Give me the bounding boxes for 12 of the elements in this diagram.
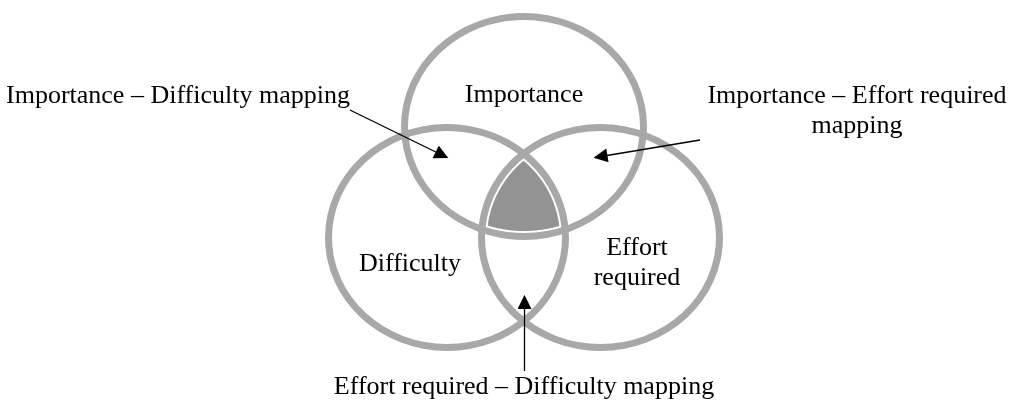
circle-label: Importance bbox=[463, 79, 585, 109]
mapping-label: Effort required – Difficulty mapping bbox=[333, 371, 715, 400]
mapping-label: Importance – Difficulty mapping bbox=[6, 80, 350, 109]
circle-label: Difficulty bbox=[357, 248, 463, 278]
mapping-label: Importance – Effort required mapping bbox=[707, 80, 1007, 139]
leader-arrow bbox=[517, 295, 532, 372]
venn-circle bbox=[325, 124, 569, 351]
overlap-region bbox=[487, 160, 560, 231]
leader-arrow bbox=[349, 109, 449, 159]
venn-circle bbox=[478, 124, 723, 351]
circle-label: Effort required bbox=[592, 232, 682, 292]
leader-arrow bbox=[593, 139, 701, 163]
